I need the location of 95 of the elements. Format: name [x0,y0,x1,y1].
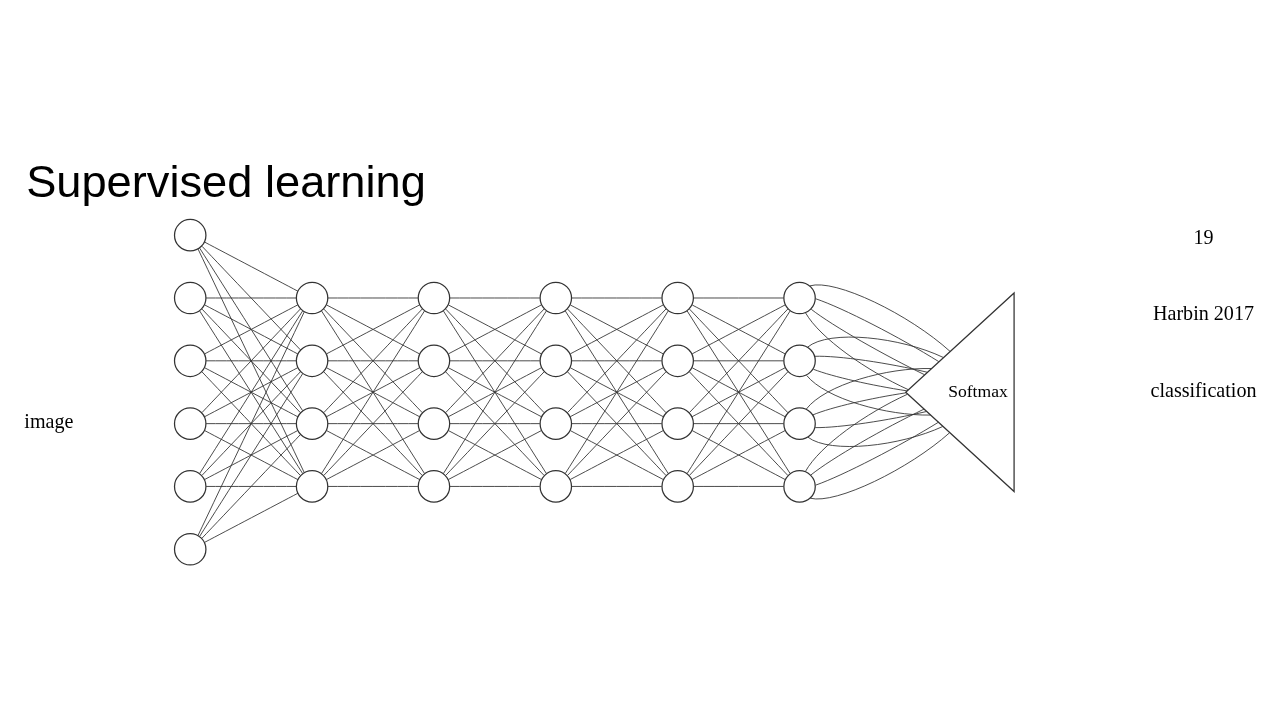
connector [449,422,541,424]
connector [201,308,301,413]
label: classification [1150,378,1257,401]
label: Harbin 2017 [1152,301,1254,324]
connector [449,485,541,487]
node-circle [539,406,573,440]
node-circle [173,218,207,251]
connector [810,308,925,375]
connector [809,431,950,499]
node-circle [539,469,573,503]
connector [689,308,789,413]
connector [569,366,664,417]
node-circle [417,469,451,503]
node-circle [417,281,451,314]
connector [564,310,669,474]
node-circle [661,344,695,377]
connector [204,492,299,543]
connector [691,429,786,480]
connector [327,422,419,424]
connector [806,374,931,415]
connector [814,355,928,373]
connector [443,310,547,474]
connector [693,297,784,298]
connector [805,367,932,410]
connector [814,410,927,428]
connector [569,429,664,480]
node-circle [295,406,329,440]
label: image [24,409,74,432]
connector [205,359,297,361]
connector [204,241,299,292]
connector [567,308,667,413]
connector [199,310,303,474]
connector [693,359,784,361]
connector [804,393,908,472]
connector [693,485,784,487]
connector [805,311,909,390]
node-circle [539,281,573,314]
connector [809,283,951,352]
connector [571,359,663,361]
connector [449,297,541,298]
connector [807,425,944,447]
connector [571,485,663,487]
connector [449,359,541,361]
node-circle [539,344,573,377]
connector [448,366,543,417]
connector [693,422,784,424]
node-circle [173,532,207,566]
connector [445,308,545,413]
connector [199,372,303,537]
connector [204,429,299,480]
connector [810,408,925,475]
node-circle [295,344,329,377]
connector [448,429,543,480]
node-circle [173,469,207,503]
node-circle [661,406,695,440]
connector [205,422,297,424]
connector [201,245,301,350]
node-circle [783,344,816,377]
connector [813,368,908,391]
connector [326,366,421,417]
connector [815,297,940,362]
connector [327,297,419,298]
connector [201,433,301,539]
connector [812,391,907,415]
node-circle [173,406,207,440]
node-circle [783,469,816,503]
node-circle [173,281,207,314]
connector [691,366,786,417]
node-circle [661,469,695,503]
connector [326,429,421,480]
node-circle [417,406,451,440]
connector [204,366,299,417]
node-circle [783,281,816,314]
connector [205,297,297,298]
node-circle [173,344,207,377]
connector [571,422,663,424]
connector [571,297,663,298]
connector [197,311,305,536]
connector [815,421,939,485]
connector [323,308,423,413]
label: 19 [1193,225,1214,248]
connector [807,336,944,358]
node-circle [295,281,329,314]
connector [321,310,425,474]
node-circle [295,469,329,503]
connector [327,359,419,361]
connector [197,248,305,473]
node-circle [661,281,695,314]
connector [199,247,303,411]
node-circle [417,344,451,377]
node-circle [783,406,816,440]
connector [205,485,297,487]
diagram-title: Supervised learning [26,155,426,207]
connector [327,485,419,487]
connector [686,310,791,474]
